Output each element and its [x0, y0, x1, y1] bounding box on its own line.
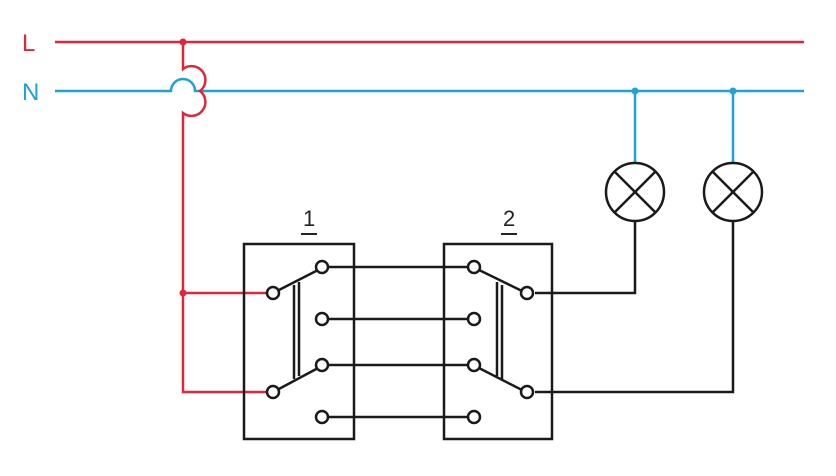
switch-2-number: 2 [503, 206, 515, 231]
neutral-conductor [55, 77, 804, 93]
live-drop-wire [181, 42, 268, 394]
switch-2-box [442, 242, 554, 441]
lamp-1-return-wire [535, 221, 637, 295]
lamp-2-return-wire [535, 221, 735, 394]
live-junction-dot [179, 38, 187, 46]
lamp-2 [702, 161, 764, 223]
switch-1-number: 1 [303, 206, 315, 231]
switch-1-box [242, 242, 356, 441]
lamp-1 [604, 161, 666, 223]
neutral-line-label: N [22, 79, 39, 106]
live-line-label: L [22, 30, 35, 57]
neutral-junction-dot-2 [729, 87, 737, 95]
switch-1-terminals [265, 259, 330, 425]
traveler-wires [328, 265, 469, 419]
live-branch-dot [179, 289, 187, 297]
switch-1-mechanism [276, 267, 321, 392]
neutral-junction-dot-1 [631, 87, 639, 95]
switch-2-mechanism [476, 267, 523, 392]
switch-2-terminals [466, 259, 535, 425]
